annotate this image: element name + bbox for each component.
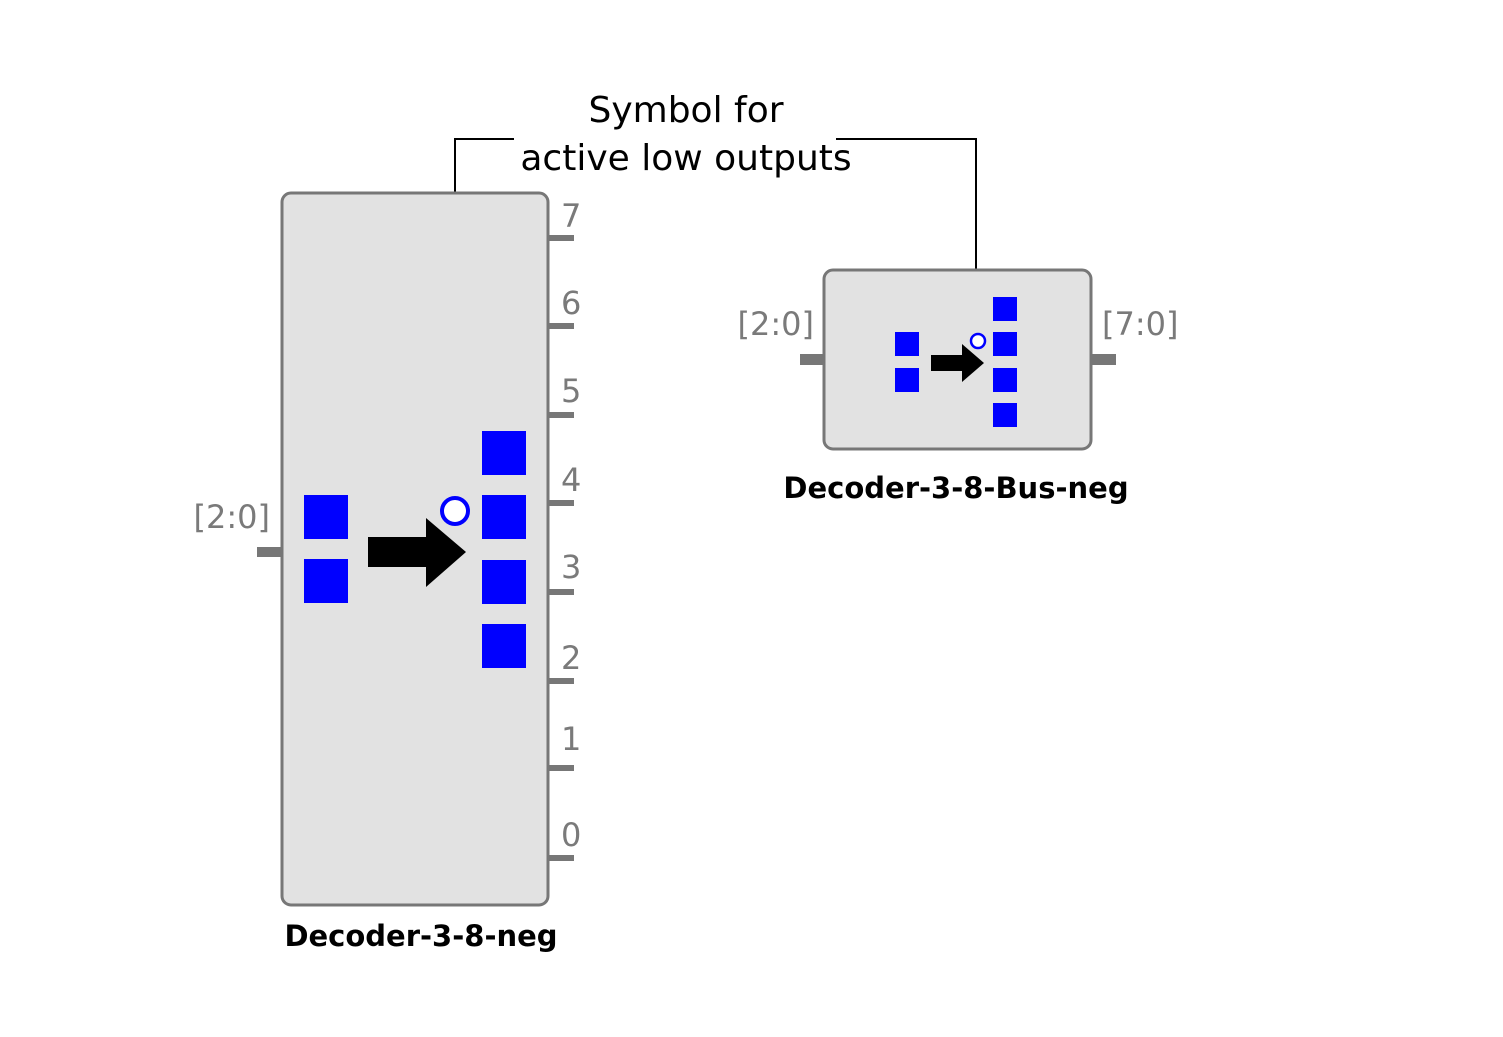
output-label-5: 5 (561, 372, 581, 410)
output-label-7: 7 (561, 197, 581, 235)
right-arrow-icon (368, 518, 466, 587)
input-bit-icon (895, 368, 919, 392)
callout-line-1: Symbol for (588, 90, 783, 131)
decoder-bus-neg-caption: Decoder-3-8-Bus-neg (783, 471, 1128, 505)
output-bit-icon (993, 403, 1017, 427)
callout-leader-right (836, 138, 986, 323)
negation-circle-icon (440, 496, 470, 526)
output-label-2: 2 (561, 639, 581, 677)
output-label-0: 0 (561, 816, 581, 854)
output-bit-icon (482, 495, 526, 539)
output-pin-6[interactable] (548, 323, 574, 329)
decoder-neg-input-label: [2:0] (194, 498, 270, 536)
output-pin-5[interactable] (548, 412, 574, 418)
decoder-bus-neg-output-pin[interactable] (1091, 354, 1116, 365)
callout: Symbol for active low outputs (454, 90, 986, 494)
output-pin-3[interactable] (548, 589, 574, 595)
output-bit-icon (993, 297, 1017, 321)
output-pin-4[interactable] (548, 500, 574, 506)
output-pin-0[interactable] (548, 855, 574, 861)
output-label-6: 6 (561, 284, 581, 322)
input-bit-icon (304, 559, 348, 603)
decoder-neg-output-pins (548, 235, 574, 861)
decoder-3-8-bus-neg-block[interactable]: [2:0] [7:0] Decoder-3-8-Bus-neg (738, 268, 1179, 505)
decoder-bus-neg-icon (895, 297, 1017, 427)
output-label-1: 1 (561, 720, 581, 758)
decoder-neg-caption: Decoder-3-8-neg (284, 919, 557, 953)
output-bit-icon (482, 624, 526, 668)
output-pin-2[interactable] (548, 678, 574, 684)
decoder-neg-output-labels: 7 6 5 4 3 2 1 0 (561, 197, 581, 854)
output-bit-icon (993, 368, 1017, 392)
callout-line-2: active low outputs (520, 138, 851, 179)
output-bit-icon (482, 560, 526, 604)
output-pin-7[interactable] (548, 235, 574, 241)
right-arrow-icon (931, 344, 984, 382)
decoder-bus-neg-input-label: [2:0] (738, 305, 814, 343)
output-label-3: 3 (561, 548, 581, 586)
output-bit-icon (993, 332, 1017, 356)
output-label-4: 4 (561, 461, 581, 499)
output-pin-1[interactable] (548, 765, 574, 771)
input-bit-icon (895, 332, 919, 356)
decoder-neg-icon (304, 431, 526, 668)
decoder-3-8-neg-block[interactable]: [2:0] 7 6 5 4 3 2 1 0 (194, 191, 582, 953)
input-bit-icon (304, 495, 348, 539)
decoder-bus-neg-input-pin[interactable] (800, 354, 824, 365)
decoder-bus-neg-output-label: [7:0] (1102, 305, 1178, 343)
negation-circle-icon (969, 332, 987, 350)
decoder-neg-input-pin[interactable] (257, 547, 282, 557)
output-bit-icon (482, 431, 526, 475)
